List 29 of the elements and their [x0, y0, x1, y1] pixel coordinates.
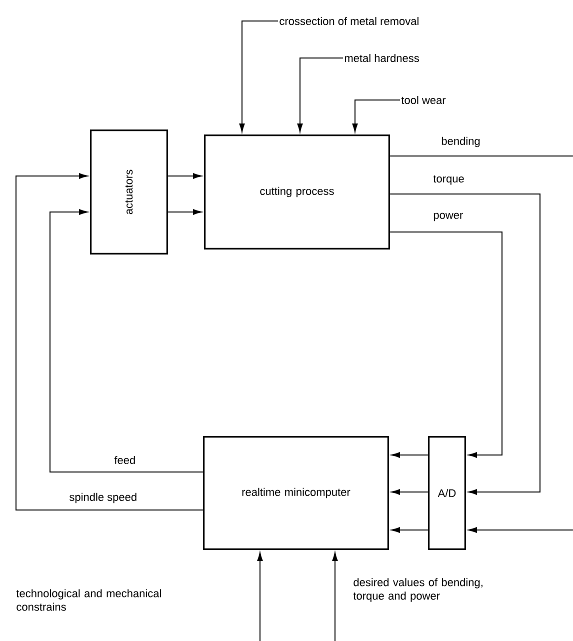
arrow: [297, 58, 344, 132]
input-label: crossection of metal removal: [280, 16, 418, 26]
arrow: [390, 194, 540, 495]
arrow: [391, 527, 428, 533]
arrow: [391, 489, 428, 495]
process-box: cutting process: [204, 134, 390, 250]
arrow: [16, 173, 204, 510]
input-label: metal hardness: [344, 54, 419, 62]
process-box: realtime minicomputer: [203, 436, 389, 550]
input-label: tool wear: [401, 96, 446, 104]
arrow: [168, 173, 202, 179]
arrow: [390, 232, 502, 458]
note-text: technological and mechanical constrains: [16, 589, 161, 611]
arrow: [168, 209, 202, 215]
note-text: desired values of bending, torque and power: [353, 578, 482, 602]
edge-label: power: [432, 212, 464, 222]
converter-box: A/D: [428, 436, 466, 550]
edge-label: feed: [113, 454, 137, 466]
edge-label: bending: [440, 136, 482, 148]
arrow: [239, 20, 278, 132]
arrow: [391, 452, 428, 458]
actuator-box: actuators: [90, 130, 168, 255]
arrow: [468, 527, 573, 533]
arrow: [332, 552, 338, 641]
arrow: [352, 100, 400, 132]
arrow: [257, 552, 263, 641]
edge-label: spindle speed: [68, 492, 138, 504]
edge-label: torque: [432, 174, 466, 186]
arrow: [50, 209, 204, 472]
